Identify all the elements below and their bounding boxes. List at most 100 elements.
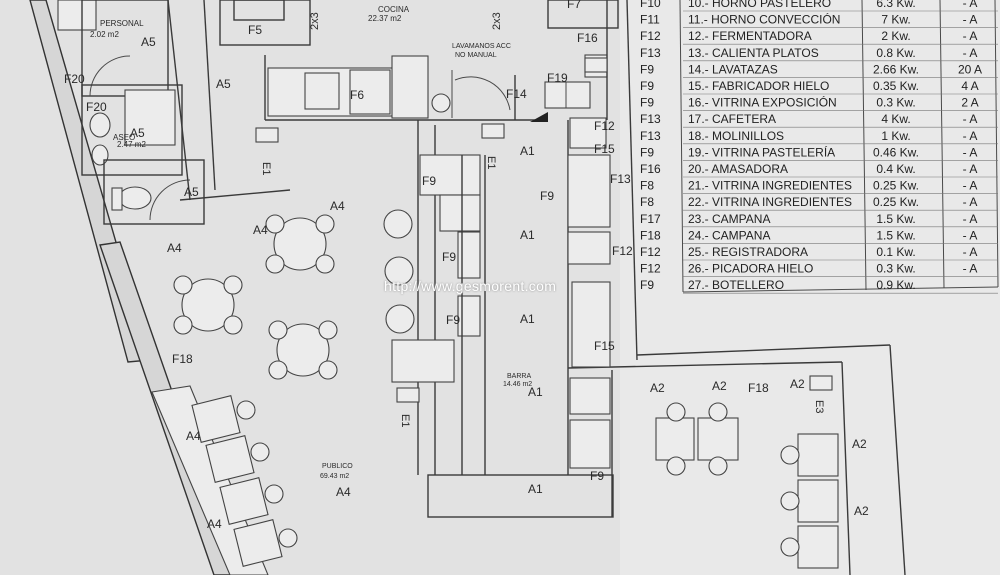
room-aseo-area: 2.47 m2 [117,140,146,149]
table-cell-power: 0.3 Kw. [876,96,915,110]
room-publico: PUBLICO [322,463,353,470]
marker-f15: F15 [594,339,615,353]
table-cell-power: 7 Kw. [881,13,910,27]
table-cell-amps: - A [963,162,978,176]
table-cell-power: 0.25 Kw. [873,195,919,209]
marker-a1: A1 [520,312,535,326]
bathroom-block [57,0,291,225]
table-cell-item: 13.- CALIENTA PLATOS [688,46,819,60]
marker-e1: E1 [485,156,497,169]
table-cell-amps: - A [963,46,978,60]
marker-a1: A1 [520,228,535,242]
table-cell-item: 14.- LAVATAZAS [688,62,778,76]
marker-e1: E1 [260,162,272,175]
marker-a1: A1 [520,144,535,158]
marker-f12: F12 [594,119,615,133]
table-cell-code: F12 [640,29,661,43]
table-cell-item: 27.- BOTELLERO [688,278,784,292]
table-cell-item: 19.- VITRINA PASTELERÍA [688,144,835,159]
marker-a5: A5 [141,35,156,49]
room-cocina: COCINA [378,5,410,14]
bar-stools [383,209,415,334]
marker-f21: F20 [86,100,107,114]
table-cell-item: 25.- REGISTRADORA [688,245,808,259]
marker-e3: E3 [813,400,825,413]
marker-f20: F18 [172,352,193,366]
table-cell-amps: 4 A [961,79,978,93]
table-cell-item: 26.- PICADORA HIELO [688,262,813,276]
table-cell-code: F12 [640,245,661,259]
table-cell-power: 0.8 Kw. [876,46,915,60]
marker-a1: A1 [528,482,543,496]
table-cell-code: F12 [640,262,661,276]
marker-f5: F5 [248,23,262,37]
marker-f14: F14 [506,87,527,101]
bar-counter [391,117,614,518]
marker-f9: F9 [422,174,436,188]
table-cell-power: 4 Kw. [881,112,910,126]
room-barra: BARRA [507,373,531,380]
table-cell-amps: - A [963,228,978,242]
table-cell-item: 24.- CAMPANA [688,228,770,242]
table-cell-amps: - A [963,179,978,193]
table-cell-amps: 20 A [958,62,982,76]
marker-f6: F6 [350,88,364,102]
room-aseo: ASEO [113,133,135,142]
table-cell-power: 0.9 Kw. [876,278,915,292]
table-cell-amps: - A [963,195,978,209]
room-personal-area: 2.02 m2 [90,30,119,39]
table-cell-amps: - A [963,245,978,259]
table-cell-power: 0.1 Kw. [876,245,915,259]
table-cell-item: 23.- CAMPANA [688,212,770,226]
table-cell-item: 10.- HORNO PASTELERO [688,0,831,10]
table-cell-amps: - A [963,0,978,10]
table-cell-item: 11.- HORNO CONVECCIÓN [688,12,840,27]
marker-a5: A5 [130,126,145,140]
table-cell-code: F9 [640,145,654,159]
marker-2x3-left: 2x3 [309,12,321,30]
room-barra-area: 14.46 m2 [503,381,532,388]
table-cell-item: 16.- VITRINA EXPOSICIÓN [688,95,837,110]
marker-f9: F9 [446,313,460,327]
marker-f7: F7 [567,0,581,11]
table-cell-code: F17 [640,212,661,226]
diagonal-counter [151,385,298,575]
table-cell-item: 20.- AMASADORA [688,162,788,176]
round-tables [173,214,338,380]
marker-f12: F12 [612,244,633,258]
table-cell-code: F9 [640,79,654,93]
marker-a2: A2 [852,437,867,451]
table-cell-power: 2.66 Kw. [873,62,919,76]
table-cell-power: 0.25 Kw. [873,179,919,193]
table-cell-amps: - A [963,129,978,143]
marker-a4: A4 [186,429,201,443]
marker-a2: A2 [712,379,727,393]
table-cell-item: 22.- VITRINA INGREDIENTES [688,195,852,209]
no-manual-label: NO MANUAL [455,52,497,59]
table-cell-power: 6.3 Kw. [876,0,915,10]
table-cell-code: F9 [640,278,654,292]
table-cell-power: 1 Kw. [881,129,910,143]
marker-a5: A5 [216,77,231,91]
table-cell-code: F9 [640,62,654,76]
right-seating [655,402,839,569]
watermark: http://www.gesmorent.com [384,278,557,294]
table-cell-power: 2 Kw. [881,29,910,43]
table-cell-amps: - A [963,29,978,43]
table-cell-code: F11 [640,13,660,27]
marker-a4: A4 [167,241,182,255]
table-cell-amps: - A [963,145,978,159]
table-cell-code: F8 [640,195,654,209]
marker-f19: F19 [547,71,568,85]
table-cell-power: 0.46 Kw. [873,145,919,159]
kitchen-counter [267,54,608,122]
room-cocina-area: 22.37 m2 [368,14,402,23]
marker-a1: A1 [528,385,543,399]
marker-f13: F13 [610,172,631,186]
marker-2x3-right: 2x3 [491,12,503,30]
marker-f9: F9 [442,250,456,264]
room-personal: PERSONAL [100,19,144,28]
marker-a4: A4 [253,223,268,237]
